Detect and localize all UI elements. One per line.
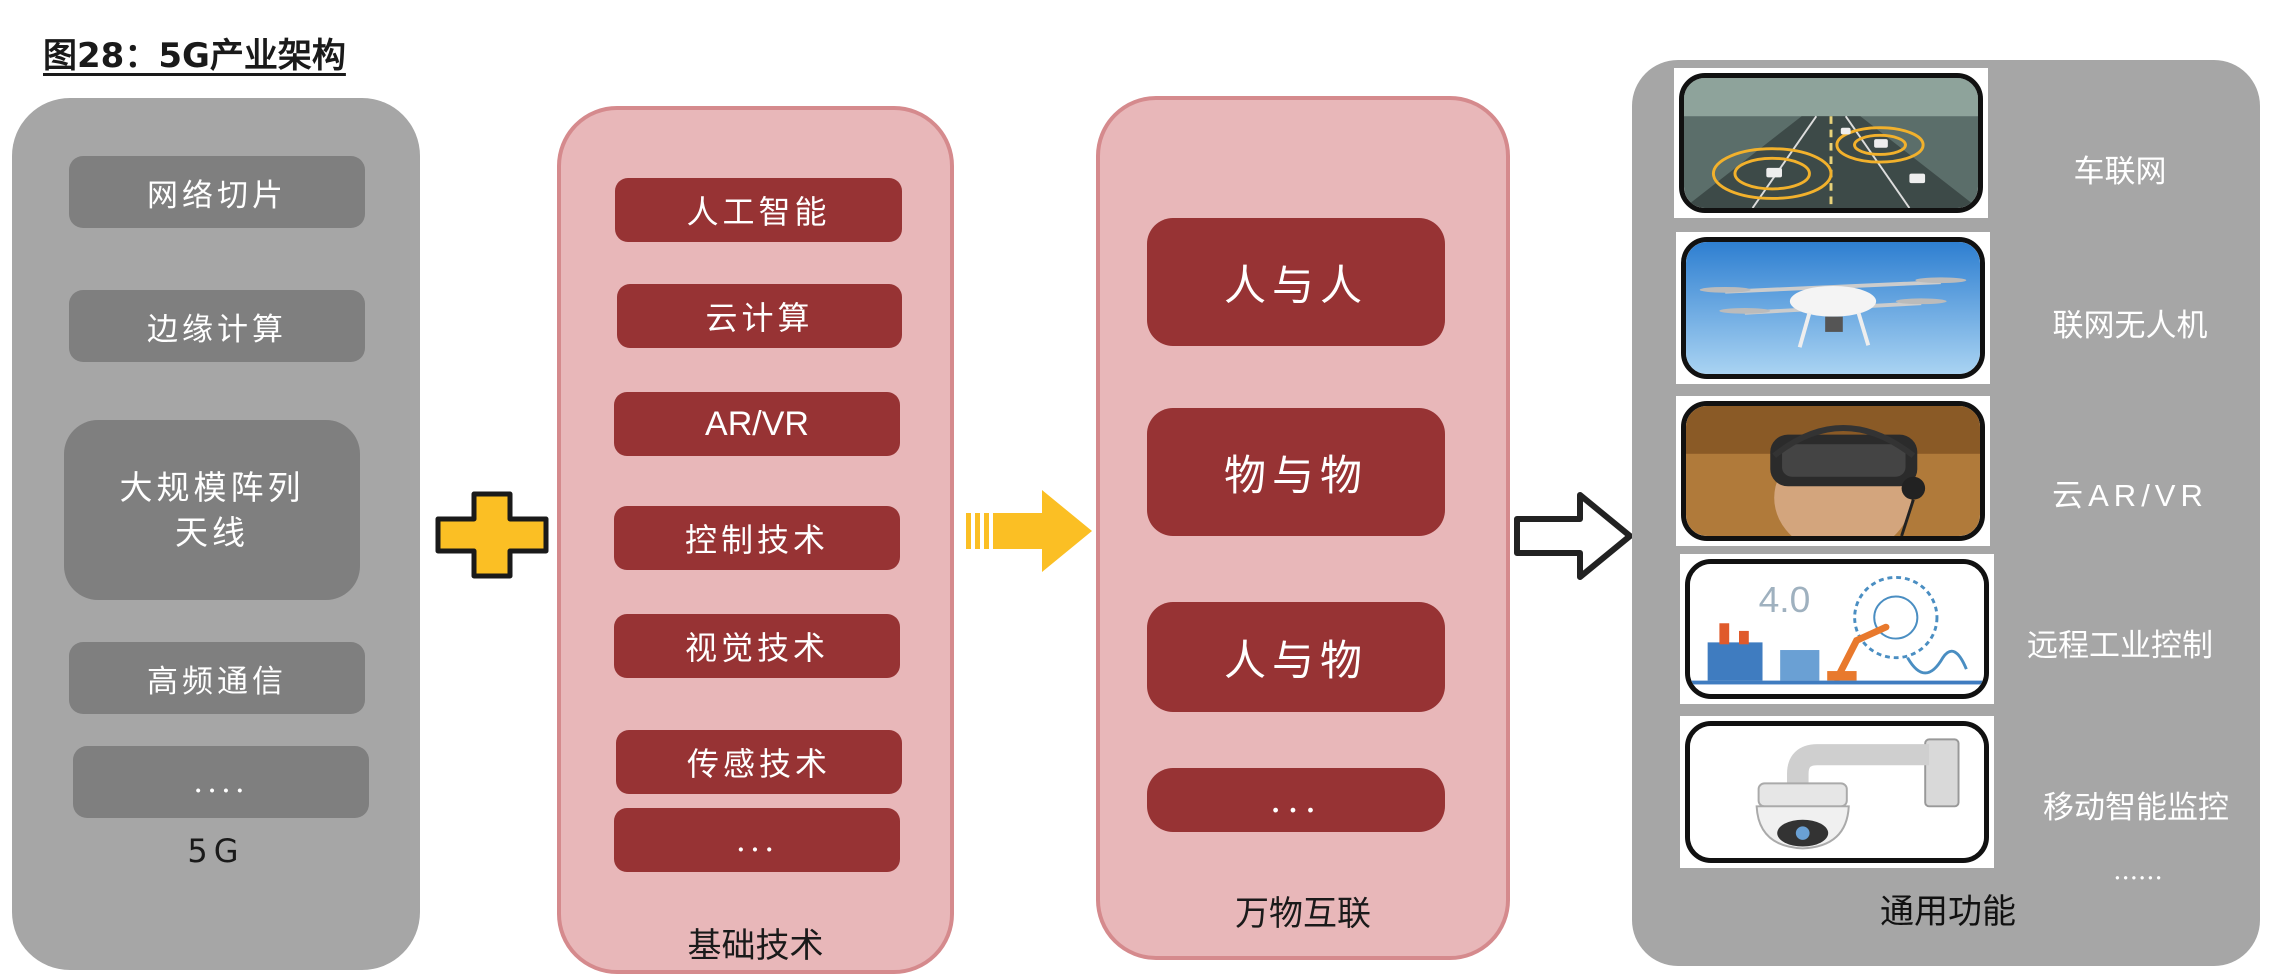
item-massive-mimo-line1: 大规模阵列 xyxy=(119,468,305,507)
item-iot-more: ... xyxy=(1147,768,1445,832)
item-thing-to-thing: 物与物 xyxy=(1147,408,1445,536)
item-person-to-person: 人与人 xyxy=(1147,218,1445,346)
svg-text:4.0: 4.0 xyxy=(1759,579,1811,619)
item-cloud-computing: 云计算 xyxy=(617,284,902,348)
item-ar-vr: AR/VR xyxy=(614,392,900,456)
item-massive-mimo: 大规模阵列 天线 xyxy=(64,420,360,600)
item-massive-mimo-line2: 天线 xyxy=(175,513,249,552)
item-sensor-tech: 传感技术 xyxy=(616,730,902,794)
app-label-mobile-smart-monitoring: 移动智能监控 xyxy=(2043,790,2229,826)
item-edge-computing: 边缘计算 xyxy=(69,290,365,362)
item-basic-more: ... xyxy=(614,808,900,872)
item-high-frequency: 高频通信 xyxy=(69,642,365,714)
vr-headset-image xyxy=(1676,396,1990,546)
figure-title: 图28：5G产业架构 xyxy=(43,36,346,76)
apps-more: ...... xyxy=(2113,856,2163,886)
panel-applications-label: 通用功能 xyxy=(1880,892,2016,932)
item-control-tech: 控制技术 xyxy=(614,506,900,570)
app-label-remote-industrial-control: 远程工业控制 xyxy=(2027,628,2213,664)
item-vision-tech: 视觉技术 xyxy=(614,614,900,678)
vehicle-network-image xyxy=(1674,68,1988,218)
arrow-right-icon xyxy=(966,490,1092,572)
plus-icon xyxy=(435,491,549,579)
item-ai: 人工智能 xyxy=(615,178,902,242)
drone-image xyxy=(1676,232,1990,384)
app-label-cloud-ar-vr: 云AR/VR xyxy=(2052,478,2208,513)
item-network-slicing: 网络切片 xyxy=(69,156,365,228)
arrow-outline-right-icon xyxy=(1514,492,1633,580)
industry-4-image: 4.0 xyxy=(1680,554,1994,704)
app-label-vehicle-network: 车联网 xyxy=(2073,154,2167,190)
panel-iot-label: 万物互联 xyxy=(1235,894,1371,934)
item-person-to-thing: 人与物 xyxy=(1147,602,1445,712)
item-5g-more: .... xyxy=(73,746,369,818)
panel-basic-tech-label: 基础技术 xyxy=(687,926,824,966)
panel-5g-label: 5G xyxy=(187,832,245,870)
app-label-drone: 联网无人机 xyxy=(2052,308,2208,344)
security-camera-image xyxy=(1680,716,1994,868)
